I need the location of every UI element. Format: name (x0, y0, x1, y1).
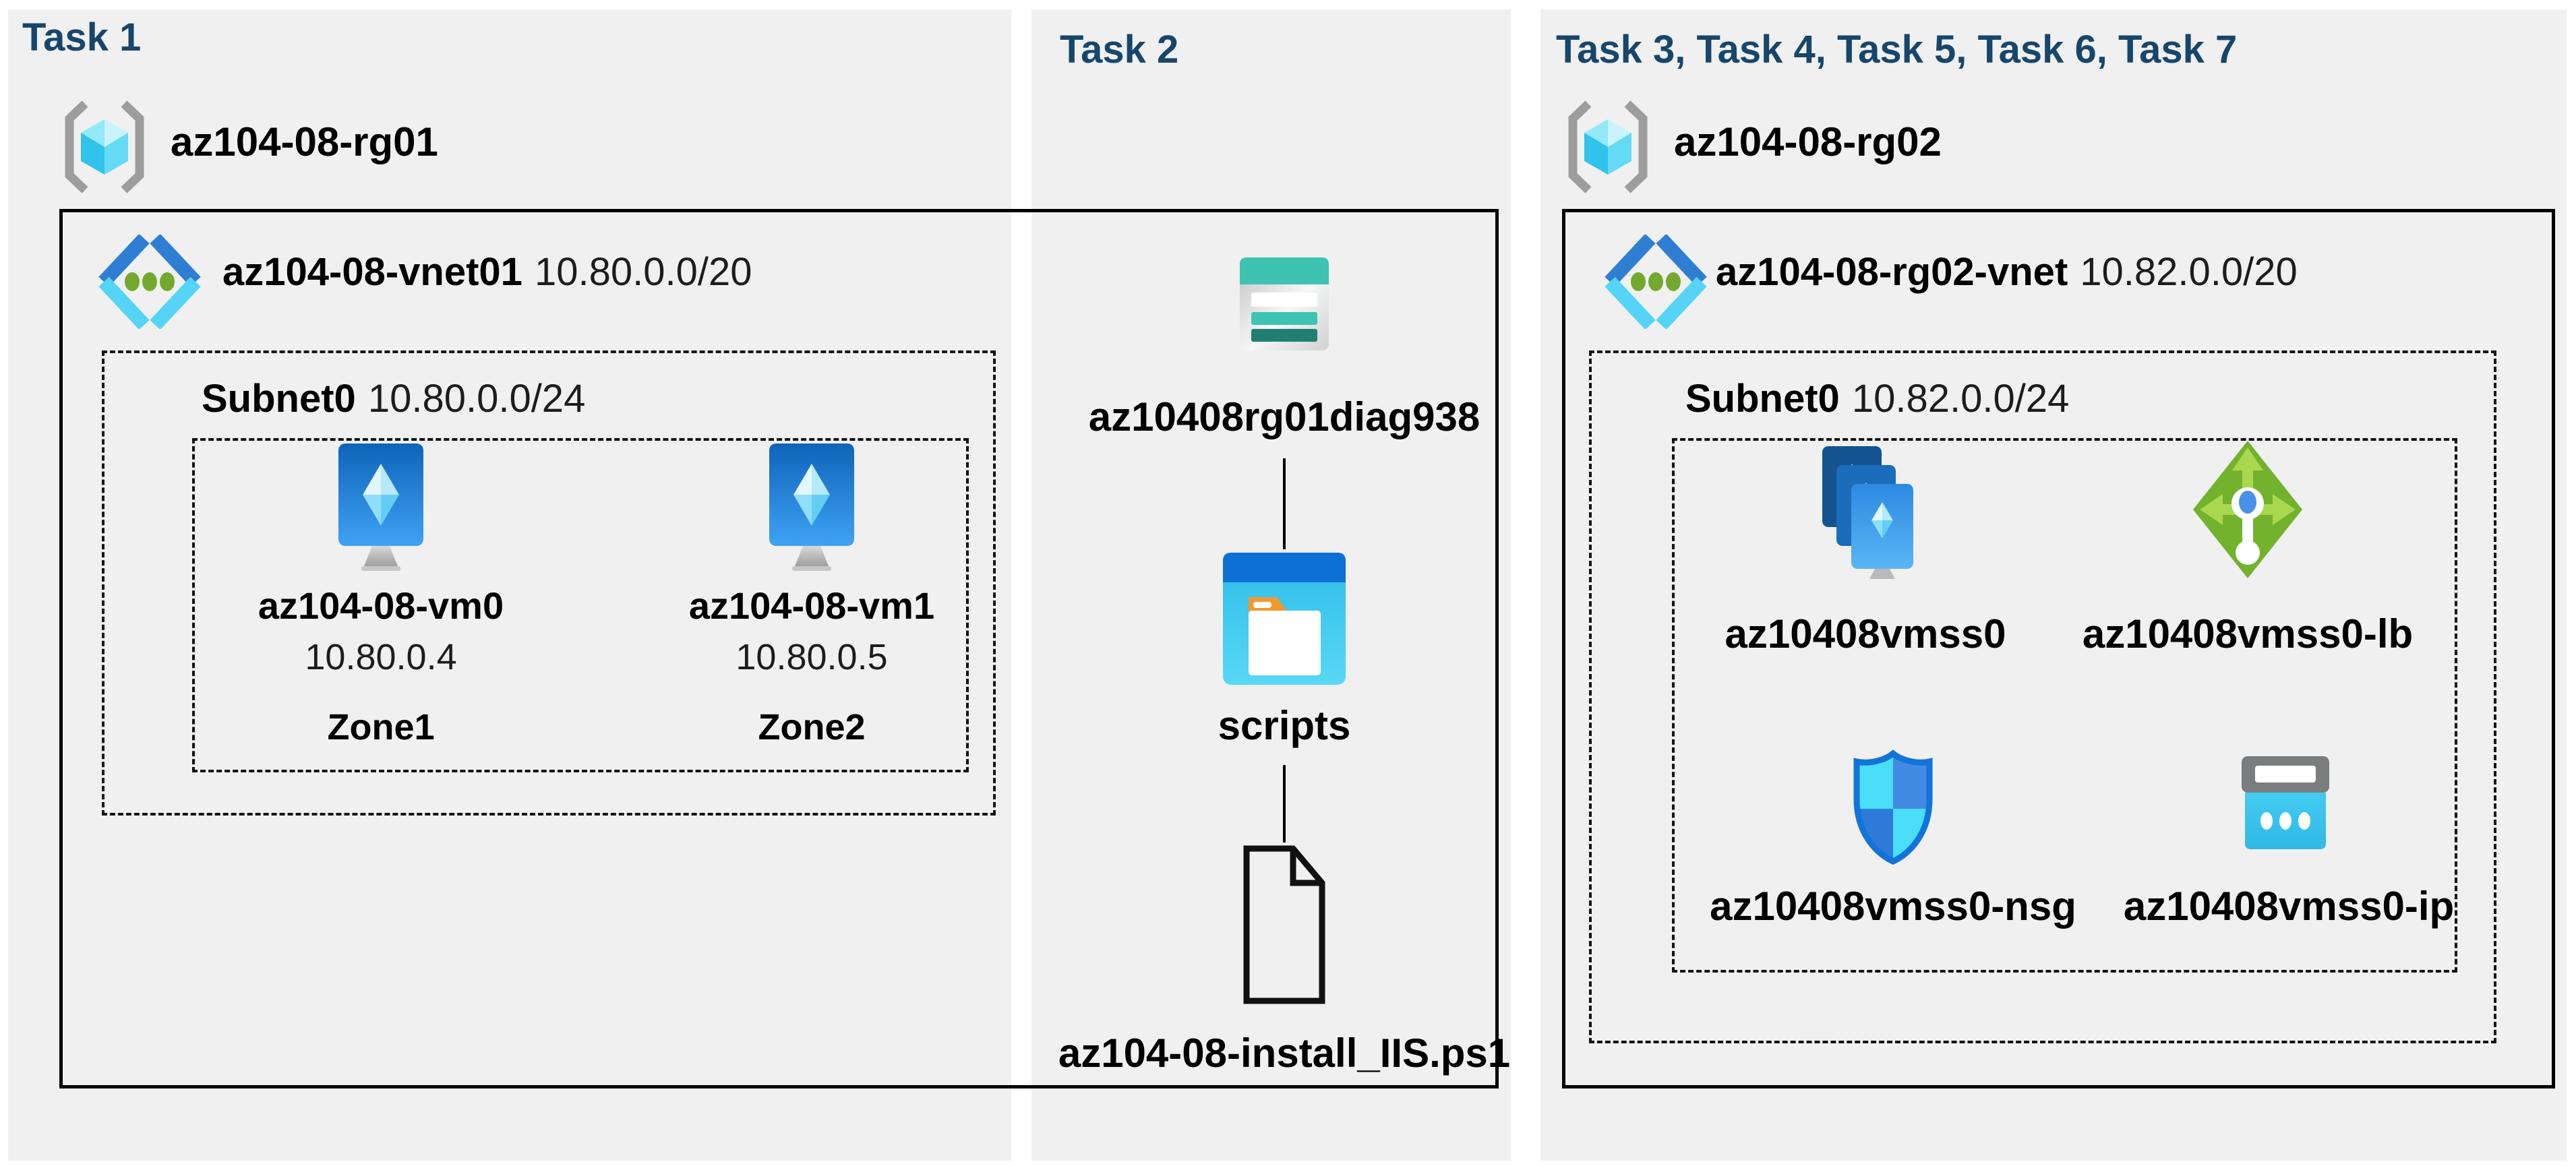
resource-group-name: az104-08-rg02 (1674, 119, 1942, 164)
subnet-name: Subnet0 (202, 377, 356, 421)
nsg-name: az10408vmss0-nsg (1710, 884, 2076, 929)
vnet-name-row: az104-08-rg02-vnet 10.82.0.0/20 (1716, 249, 2298, 295)
task1-title: Task 1 (22, 16, 142, 59)
public-ip-icon (2242, 756, 2329, 849)
load-balancer-icon (2193, 441, 2302, 578)
file-document-icon (1243, 845, 1325, 1004)
vnet-cidr: 10.82.0.0/20 (2080, 250, 2298, 294)
vm-scale-set-icon (1822, 446, 1913, 579)
vnet-cidr: 10.80.0.0/20 (534, 250, 752, 294)
public-ip-name: az10408vmss0-ip (2123, 884, 2455, 929)
load-balancer-name: az10408vmss0-lb (2082, 611, 2414, 656)
vm-ip-label: 10.80.0.5 (736, 637, 888, 677)
vm-ip-label: 10.80.0.4 (305, 637, 457, 677)
task3-title: Task 3, Task 4, Task 5, Task 6, Task 7 (1556, 28, 2238, 71)
vm-zone-label: Zone2 (758, 707, 866, 747)
vm-name-label: az104-08-vm1 (688, 584, 935, 627)
container-name: scripts (1218, 703, 1351, 748)
vnet-name: az104-08-rg02-vnet (1716, 250, 2068, 294)
vnet-name-row: az104-08-vnet01 10.80.0.0/20 (222, 249, 752, 295)
virtual-network-icon (98, 235, 201, 329)
task3-vnet-boundary-box (1562, 209, 2555, 1088)
task3-panel (1540, 9, 2567, 1161)
subnet-cidr: 10.80.0.0/24 (367, 377, 586, 421)
blob-container-icon (1223, 553, 1346, 685)
task1-subnet-box (102, 350, 996, 816)
virtual-machine-icon (338, 443, 423, 571)
nsg-shield-icon (1853, 749, 1933, 865)
task1-panel (8, 9, 1011, 1161)
container-to-file-connector (1283, 765, 1286, 842)
storage-to-container-connector (1283, 458, 1286, 549)
storage-account-icon (1240, 257, 1329, 350)
subnet-cidr: 10.82.0.0/24 (1851, 377, 2070, 421)
task3-resource-group-box (1672, 438, 2457, 973)
vm-name-label: az104-08-vm0 (258, 584, 504, 627)
virtual-network-icon (1605, 235, 1707, 329)
task3-subnet-box (1589, 350, 2496, 1043)
script-file-name: az104-08-install_IIS.ps1 (1058, 1031, 1511, 1076)
storage-account-name: az10408rg01diag938 (1088, 394, 1480, 439)
resource-group-icon (65, 100, 144, 193)
vnet-name: az104-08-vnet01 (222, 250, 522, 294)
vm-zone-label: Zone1 (327, 707, 435, 747)
virtual-machine-icon (769, 443, 854, 571)
task2-title: Task 2 (1060, 28, 1179, 71)
resource-group-icon (1568, 100, 1648, 193)
task1-vm-group-box (192, 438, 969, 772)
resource-group-name: az104-08-rg01 (171, 119, 438, 164)
vmss-name: az10408vmss0 (1725, 611, 2006, 656)
subnet-name: Subnet0 (1685, 377, 1840, 421)
task1-vnet-boundary-box (59, 209, 1499, 1088)
